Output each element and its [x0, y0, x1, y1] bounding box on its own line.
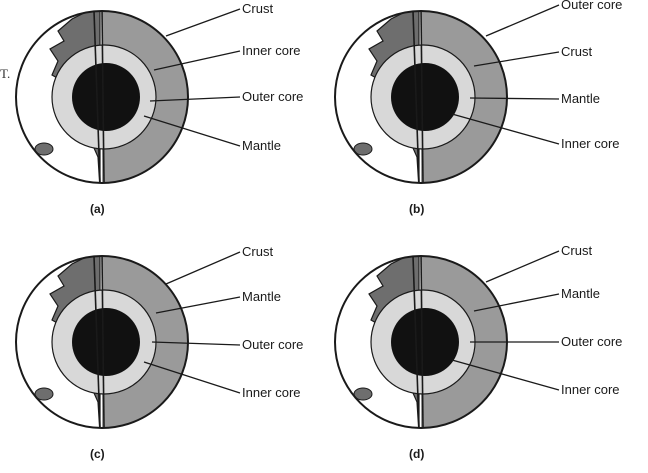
panel-caption: (a): [90, 202, 105, 216]
leader-line: [166, 252, 240, 284]
layer-label: Crust: [561, 44, 592, 59]
panel-caption: (d): [409, 447, 424, 461]
layer-label: Outer core: [242, 89, 303, 104]
inner-core: [391, 63, 459, 131]
layer-label: Crust: [242, 1, 273, 16]
panel-caption: (c): [90, 447, 105, 461]
layer-label: Crust: [561, 243, 592, 258]
panel-caption: (b): [409, 202, 424, 216]
layer-label: Inner core: [561, 382, 620, 397]
margin-mark: T.: [0, 66, 10, 81]
layer-label: Mantle: [561, 286, 600, 301]
inner-core: [391, 308, 459, 376]
layer-label: Inner core: [242, 385, 301, 400]
inner-core: [72, 63, 140, 131]
leader-line: [486, 251, 559, 282]
leader-line: [166, 9, 240, 36]
layer-label: Outer core: [561, 0, 622, 12]
leader-line: [486, 5, 559, 36]
layer-label: Outer core: [242, 337, 303, 352]
layer-label: Mantle: [561, 91, 600, 106]
layer-label: Crust: [242, 244, 273, 259]
layer-label: Inner core: [561, 136, 620, 151]
layer-label: Mantle: [242, 138, 281, 153]
layer-label: Mantle: [242, 289, 281, 304]
layer-label: Outer core: [561, 334, 622, 349]
layer-label: Inner core: [242, 43, 301, 58]
inner-core: [72, 308, 140, 376]
